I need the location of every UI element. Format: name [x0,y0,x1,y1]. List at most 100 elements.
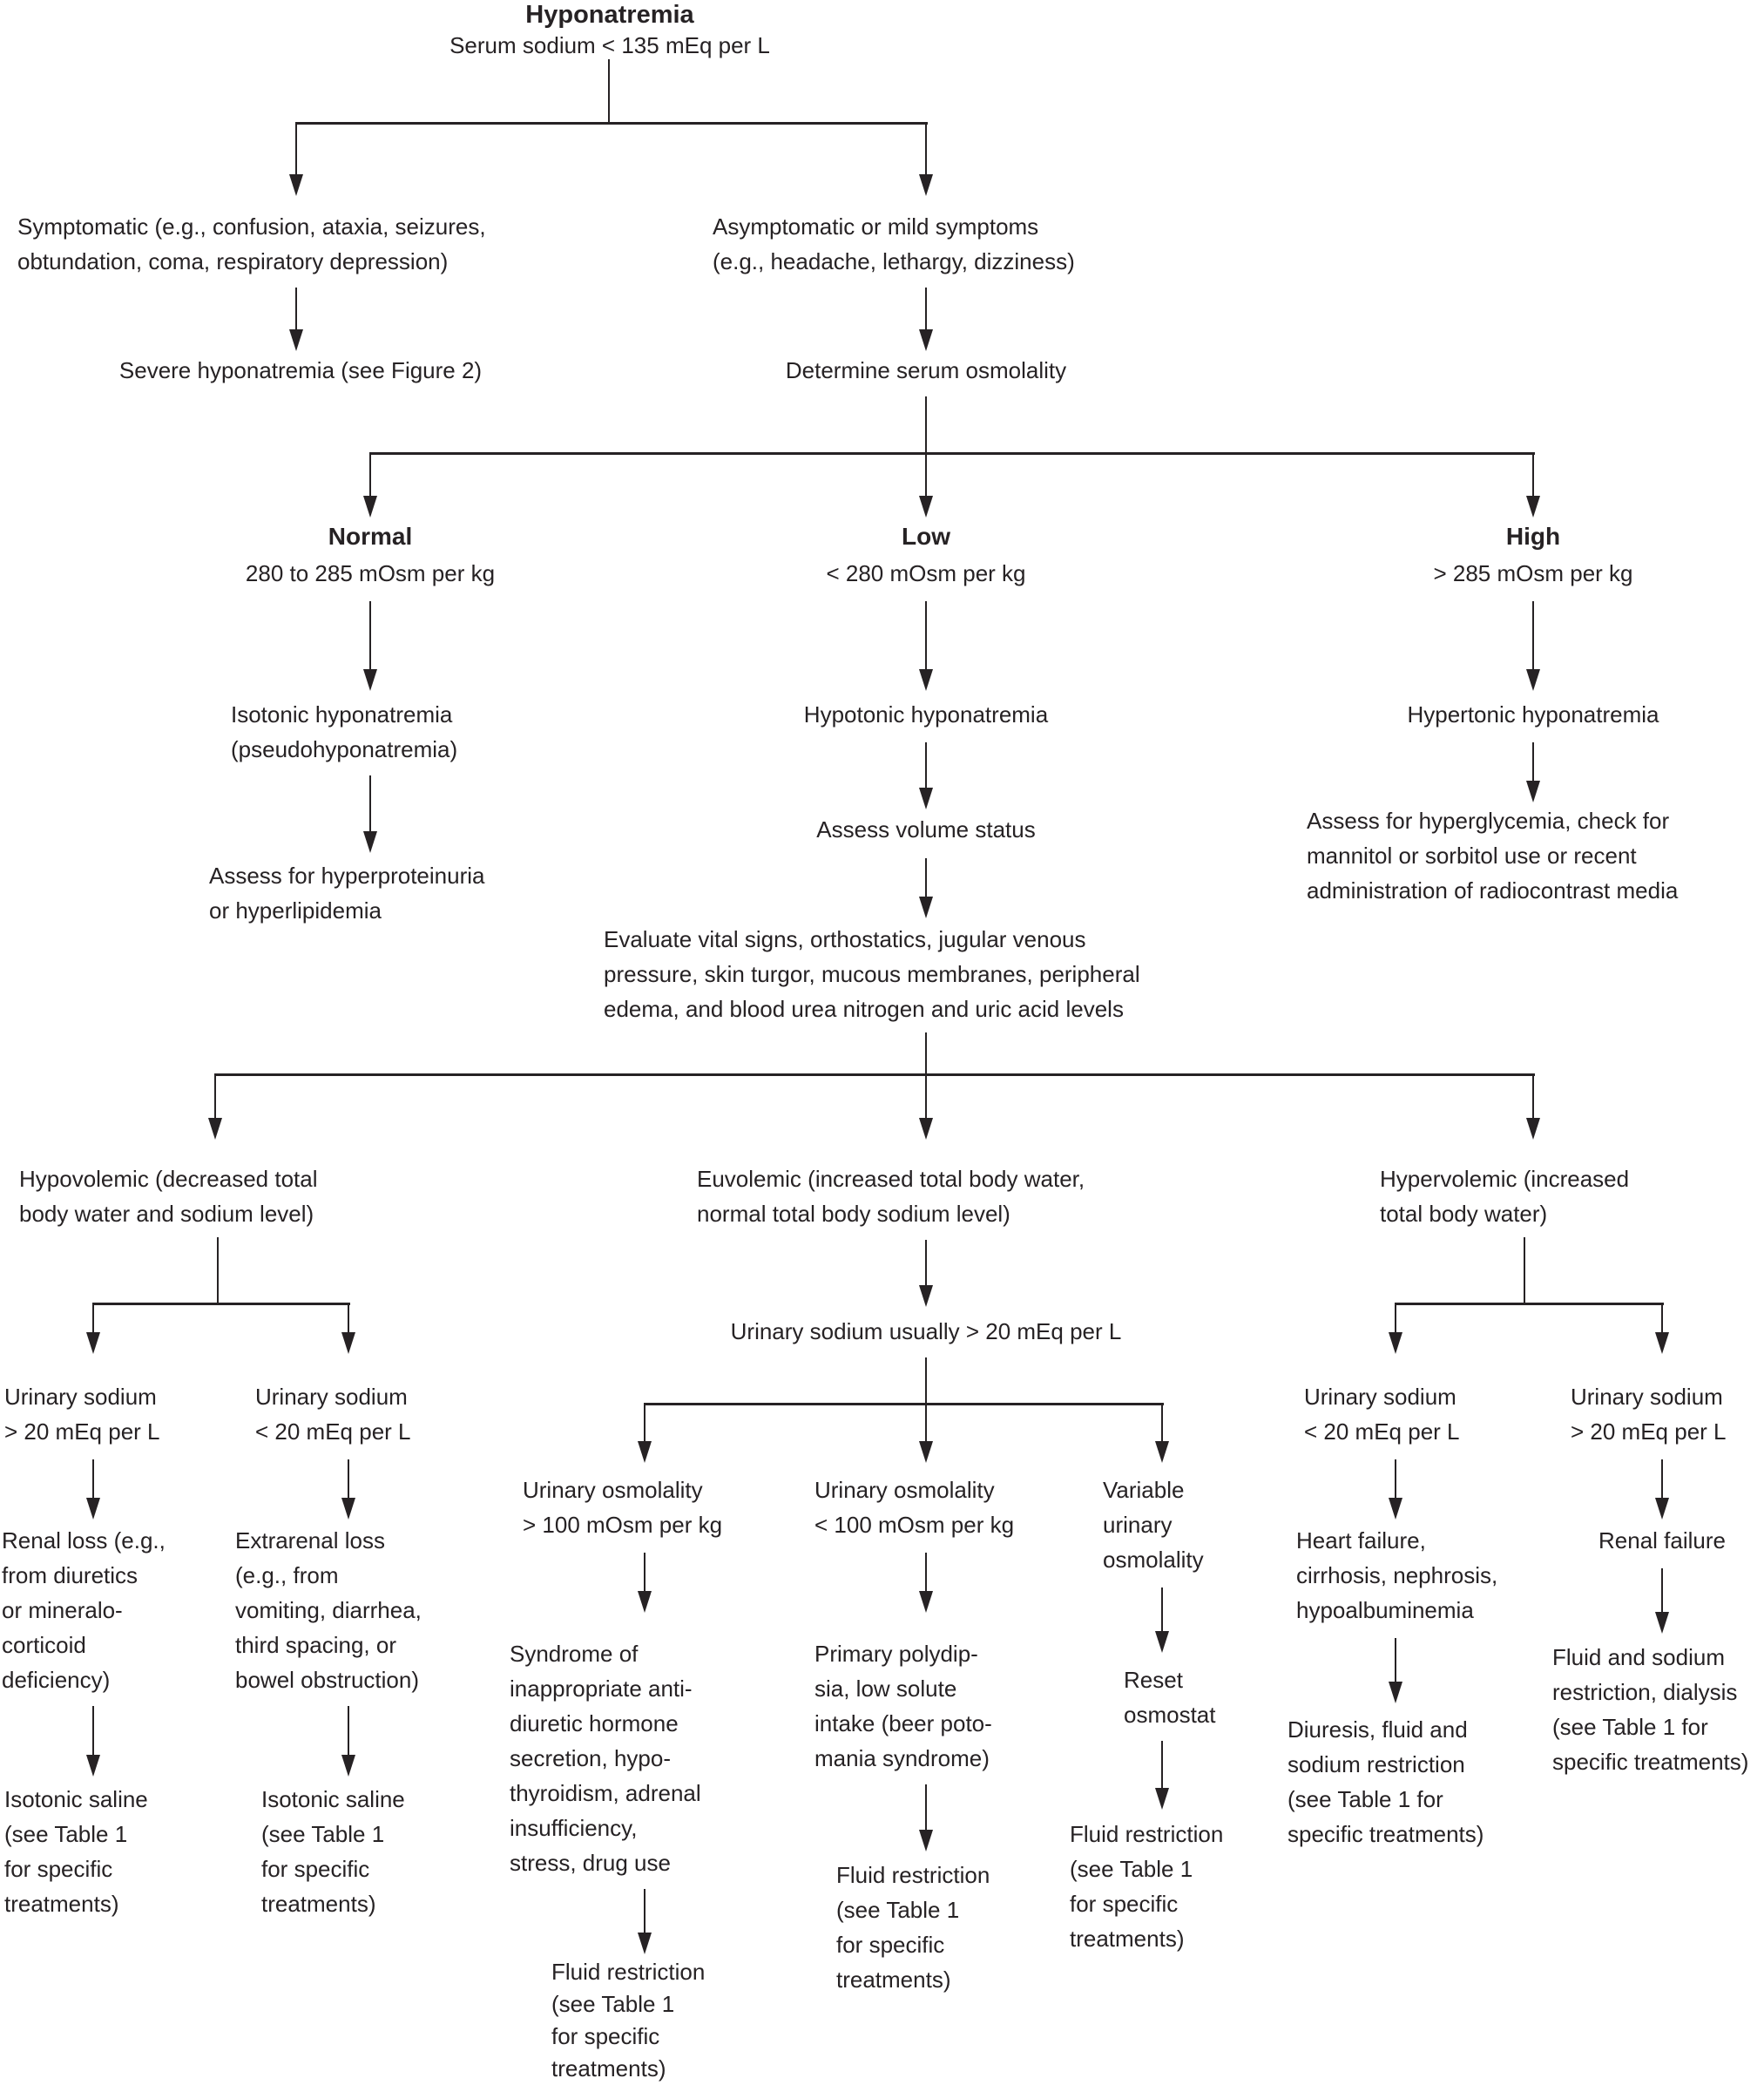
flow-line [1161,1741,1163,1790]
flow-line [1532,601,1534,671]
arrowhead-icon [1655,1498,1669,1520]
node-evaluate-vital-signs: Evaluate vital signs, orthostatics, jugu… [604,926,1140,1022]
node-assess-hyperglycemia: Assess for hyperglycemia, check for mann… [1307,808,1679,904]
arrowhead-icon [289,329,303,351]
flow-line [925,1784,927,1831]
node-normal-label: Normal [328,523,413,550]
arrowhead-icon [1389,1332,1402,1354]
arrowhead-icon [341,1755,355,1777]
node-high-range: > 285 mOsm per kg [1433,560,1633,586]
arrowhead-icon [919,897,933,918]
flow-line [925,1032,927,1075]
flow-line [1524,1237,1525,1304]
flow-line [925,452,927,498]
node-hypovolemic-urinary-sodium-lt20: Urinary sodium < 20 mEq per L [255,1384,411,1445]
arrowhead-icon [919,174,933,196]
flow-line [348,1303,349,1334]
flow-line [1395,1638,1396,1683]
flow-line [92,1303,94,1334]
node-diuresis-restriction: Diuresis, fluid and sodium restriction (… [1288,1716,1484,1847]
node-heart-failure: Heart failure, cirrhosis, nephrosis, hyp… [1296,1527,1498,1623]
node-urinary-osmolality-lt100: Urinary osmolality < 100 mOsm per kg [814,1477,1015,1538]
arrowhead-icon [363,831,377,853]
node-hypotonic-hyponatremia: Hypotonic hyponatremia [803,701,1049,728]
node-fluid-restriction-siadh: Fluid restriction (see Table 1 for speci… [551,1959,706,2082]
flow-line [644,1403,645,1443]
node-renal-loss: Renal loss (e.g., from diuretics or mine… [2,1527,166,1693]
flow-line [644,1553,645,1593]
node-isotonic-saline-2: Isotonic saline (see Table 1 for specifi… [261,1786,405,1917]
flow-line [369,452,371,498]
arrowhead-icon [86,1332,100,1354]
flow-line [925,1240,927,1287]
flow-line [608,59,610,124]
arrowhead-icon [1155,1441,1169,1463]
node-fluid-restriction-reset: Fluid restriction (see Table 1 for speci… [1070,1821,1224,1952]
flow-line [925,1073,927,1120]
arrowhead-icon [638,1591,652,1613]
arrowhead-icon [341,1498,355,1520]
node-high-label: High [1505,523,1561,550]
node-euvolemic-urinary-sodium: Urinary sodium usually > 20 mEq per L [730,1318,1122,1344]
flow-line [369,601,371,671]
arrowhead-icon [363,496,377,518]
arrowhead-icon [919,669,933,691]
arrowhead-icon [1526,1118,1540,1140]
node-urinary-osmolality-gt100: Urinary osmolality > 100 mOsm per kg [523,1477,723,1538]
node-fluid-sodium-restriction-dialysis: Fluid and sodium restriction, dialysis (… [1552,1644,1749,1775]
arrowhead-icon [919,1591,933,1613]
flow-line [644,1403,1164,1405]
flow-line [1161,1587,1163,1633]
arrowhead-icon [341,1332,355,1354]
node-hypertonic-hyponatremia: Hypertonic hyponatremia [1407,701,1659,728]
flow-line [214,1073,1535,1076]
node-renal-failure: Renal failure [1598,1527,1726,1554]
node-hypovolemic: Hypovolemic (decreased total body water … [19,1166,318,1227]
flow-line [1661,1459,1663,1499]
arrowhead-icon [1526,496,1540,518]
node-assess-hyperproteinuria: Assess for hyperproteinuria or hyperlipi… [209,863,485,924]
arrowhead-icon [1155,1631,1169,1653]
arrowhead-icon [919,1118,933,1140]
node-title: Hyponatremia [525,1,694,29]
node-isotonic-hyponatremia: Isotonic hyponatremia (pseudohyponatremi… [231,701,458,762]
flow-line [1161,1403,1163,1443]
flow-line [925,858,927,898]
arrowhead-icon [1389,1682,1402,1703]
flow-line [348,1459,349,1499]
flow-line [925,742,927,789]
flow-line [1395,1459,1396,1499]
node-hypovolemic-urinary-sodium-gt20: Urinary sodium > 20 mEq per L [4,1384,160,1445]
flow-line [925,288,927,331]
arrowhead-icon [86,1498,100,1520]
arrowhead-icon [289,174,303,196]
node-subtitle: Serum sodium < 135 mEq per L [449,32,770,58]
arrowhead-icon [1155,1788,1169,1810]
arrowhead-icon [919,1830,933,1851]
node-hypervolemic-urinary-sodium-gt20: Urinary sodium > 20 mEq per L [1571,1384,1727,1445]
flow-line [214,1073,216,1120]
node-euvolemic: Euvolemic (increased total body water, n… [697,1166,1085,1227]
arrowhead-icon [919,1285,933,1307]
flow-line [369,775,371,833]
arrowhead-icon [638,1441,652,1463]
node-symptomatic: Symptomatic (e.g., confusion, ataxia, se… [17,213,486,274]
flow-line [369,452,1535,455]
flow-line [925,1403,927,1443]
flow-line [295,288,297,331]
node-determine-serum-osmolality: Determine serum osmolality [785,357,1067,383]
node-primary-polydipsia: Primary polydip- sia, low solute intake … [814,1641,992,1771]
flow-line [92,1706,94,1757]
node-isotonic-saline-1: Isotonic saline (see Table 1 for specifi… [4,1786,148,1917]
flow-line [925,601,927,671]
flow-line [925,1553,927,1593]
arrowhead-icon [1655,1332,1669,1354]
flow-line [1661,1568,1663,1614]
arrowhead-icon [1526,781,1540,802]
arrowhead-icon [1526,669,1540,691]
node-hypervolemic-urinary-sodium-lt20: Urinary sodium < 20 mEq per L [1304,1384,1460,1445]
flow-line [92,1459,94,1499]
flow-line [348,1706,349,1757]
node-siadh: Syndrome of inappropriate anti- diuretic… [510,1641,701,1876]
